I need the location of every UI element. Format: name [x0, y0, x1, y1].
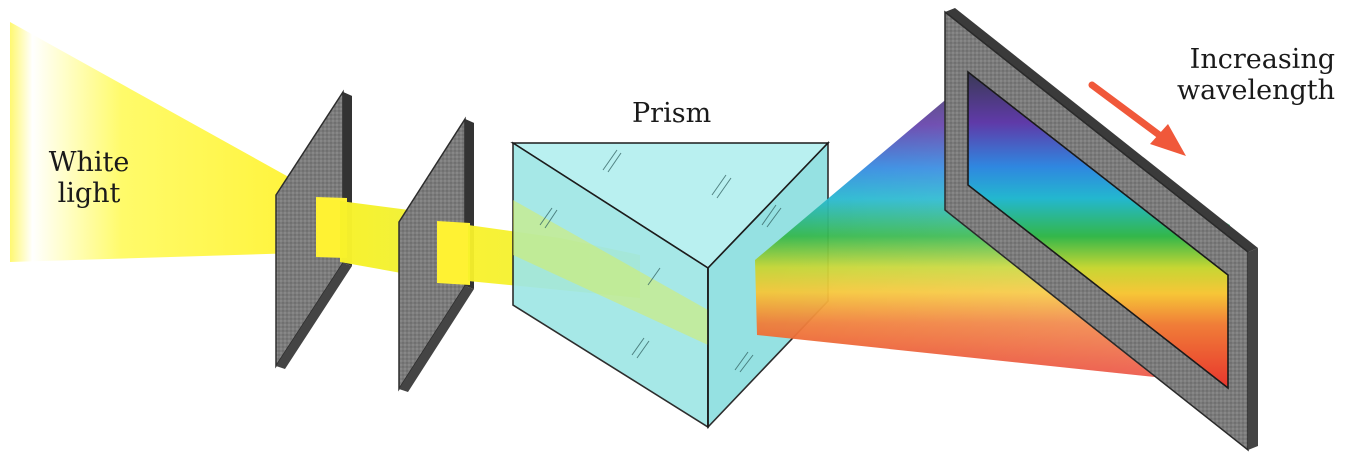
increasing-label-line-1: Increasing	[1189, 44, 1335, 75]
prism-label: Prism	[632, 98, 712, 129]
screen-inner-panel	[967, 70, 1229, 390]
slit-panel-2	[398, 116, 474, 392]
red-arrow-icon	[1088, 81, 1186, 156]
slit-opening-1	[316, 197, 347, 258]
slit-opening-2	[437, 221, 470, 285]
screen	[944, 8, 1258, 452]
white-light-label-line-1: White	[48, 147, 130, 178]
white-light-beam	[10, 22, 330, 262]
increasing-label-line-2: wavelength	[1177, 75, 1335, 106]
increasing-wavelength-label: Increasing wavelength	[1155, 44, 1335, 106]
white-light-label: White light	[30, 147, 148, 209]
white-light-label-line-2: light	[57, 178, 121, 209]
